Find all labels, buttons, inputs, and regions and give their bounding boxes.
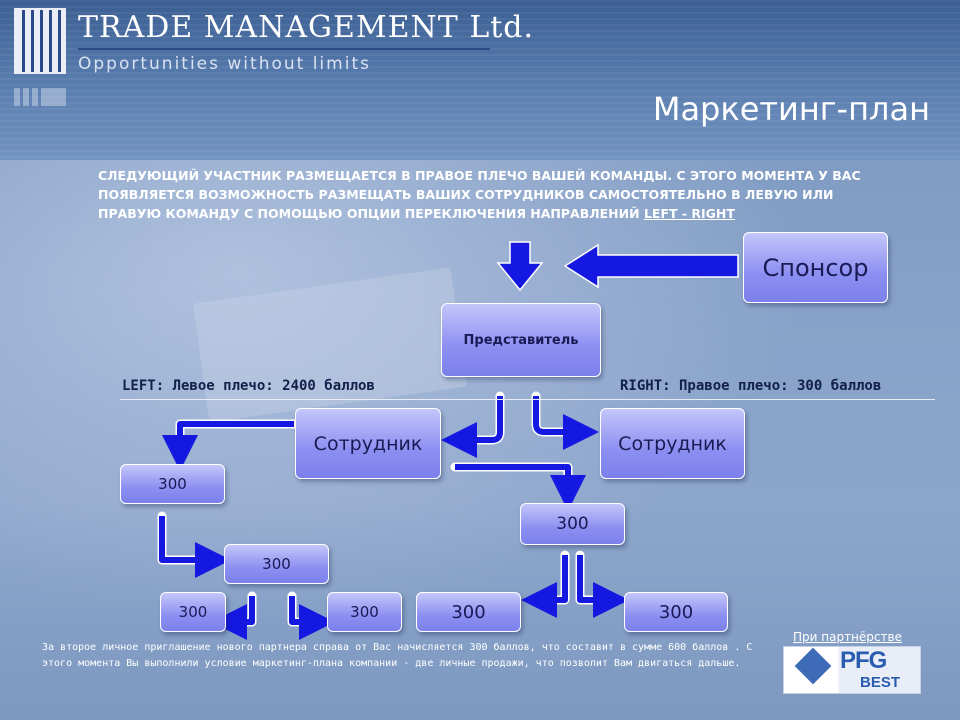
right-node-right-child-arrow <box>577 555 629 618</box>
right-node-left-child-arrow <box>521 555 568 618</box>
node-box: 300 <box>624 592 728 632</box>
company-tagline: Opportunities without limits <box>78 54 371 74</box>
node-box: 300 <box>327 592 402 632</box>
node-box: 300 <box>416 592 521 632</box>
node-label: 300 <box>158 475 187 493</box>
down-arrow-to-representative <box>496 241 544 292</box>
left-employee-to-node-arrow <box>162 421 294 471</box>
node-box: 300 <box>520 503 625 545</box>
intro-body: СЛЕДУЮЩИЙ УЧАСТНИК РАЗМЕЩАЕТСЯ В ПРАВОЕ … <box>98 168 861 221</box>
employee-right-box: Сотрудник <box>600 408 745 479</box>
left-employee-to-right-node-arrow <box>455 464 586 511</box>
employee-left-label: Сотрудник <box>313 432 423 455</box>
node-left-child-arrow <box>211 596 255 640</box>
representative-label: Представитель <box>463 332 579 348</box>
sponsor-arrow <box>563 243 739 289</box>
company-name-underline <box>78 48 490 50</box>
employee-left-box: Сотрудник <box>295 408 441 479</box>
node-label: 300 <box>556 514 589 534</box>
partner-label[interactable]: При партнёрстве <box>793 630 902 644</box>
node-label: 300 <box>350 603 379 621</box>
node-label: 300 <box>451 601 486 623</box>
header-stripes <box>0 0 960 160</box>
sponsor-label: Спонсор <box>762 253 869 282</box>
logo-reflection <box>14 88 66 106</box>
employee-right-label: Сотрудник <box>618 432 727 455</box>
company-name: TRADE MANAGEMENT Ltd. <box>78 10 535 45</box>
right-shoulder-label: RIGHT: Правое плечо: 300 баллов <box>620 378 882 394</box>
header-band <box>0 0 960 160</box>
rep-to-right-arrow <box>533 396 599 450</box>
node-box: 300 <box>224 544 329 584</box>
representative-box: Представитель <box>441 303 601 377</box>
node-box: 300 <box>120 464 225 504</box>
left-shoulder-label: LEFT: Левое плечо: 2400 баллов <box>122 378 375 394</box>
node-right-child-arrow <box>289 596 335 640</box>
intro-direction-link[interactable]: LEFT - RIGHT <box>643 206 735 221</box>
rep-to-left-arrow <box>441 396 503 458</box>
node-label: 300 <box>178 603 208 621</box>
company-logo-icon <box>14 8 66 74</box>
intro-text: СЛЕДУЮЩИЙ УЧАСТНИК РАЗМЕЩАЕТСЯ В ПРАВОЕ … <box>98 166 878 223</box>
footer-text: За второе личное приглашение нового парт… <box>42 642 753 669</box>
node-to-node-arrow <box>159 516 231 578</box>
page-title: Маркетинг-план <box>652 90 930 128</box>
node-box: 300 <box>160 592 226 632</box>
partner-logo-top: PFG <box>840 647 887 674</box>
partner-logo-bottom: BEST <box>860 674 901 691</box>
node-label: 300 <box>658 601 694 623</box>
node-label: 300 <box>262 555 291 573</box>
shoulder-divider <box>120 399 935 400</box>
sponsor-box: Спонсор <box>743 232 888 303</box>
